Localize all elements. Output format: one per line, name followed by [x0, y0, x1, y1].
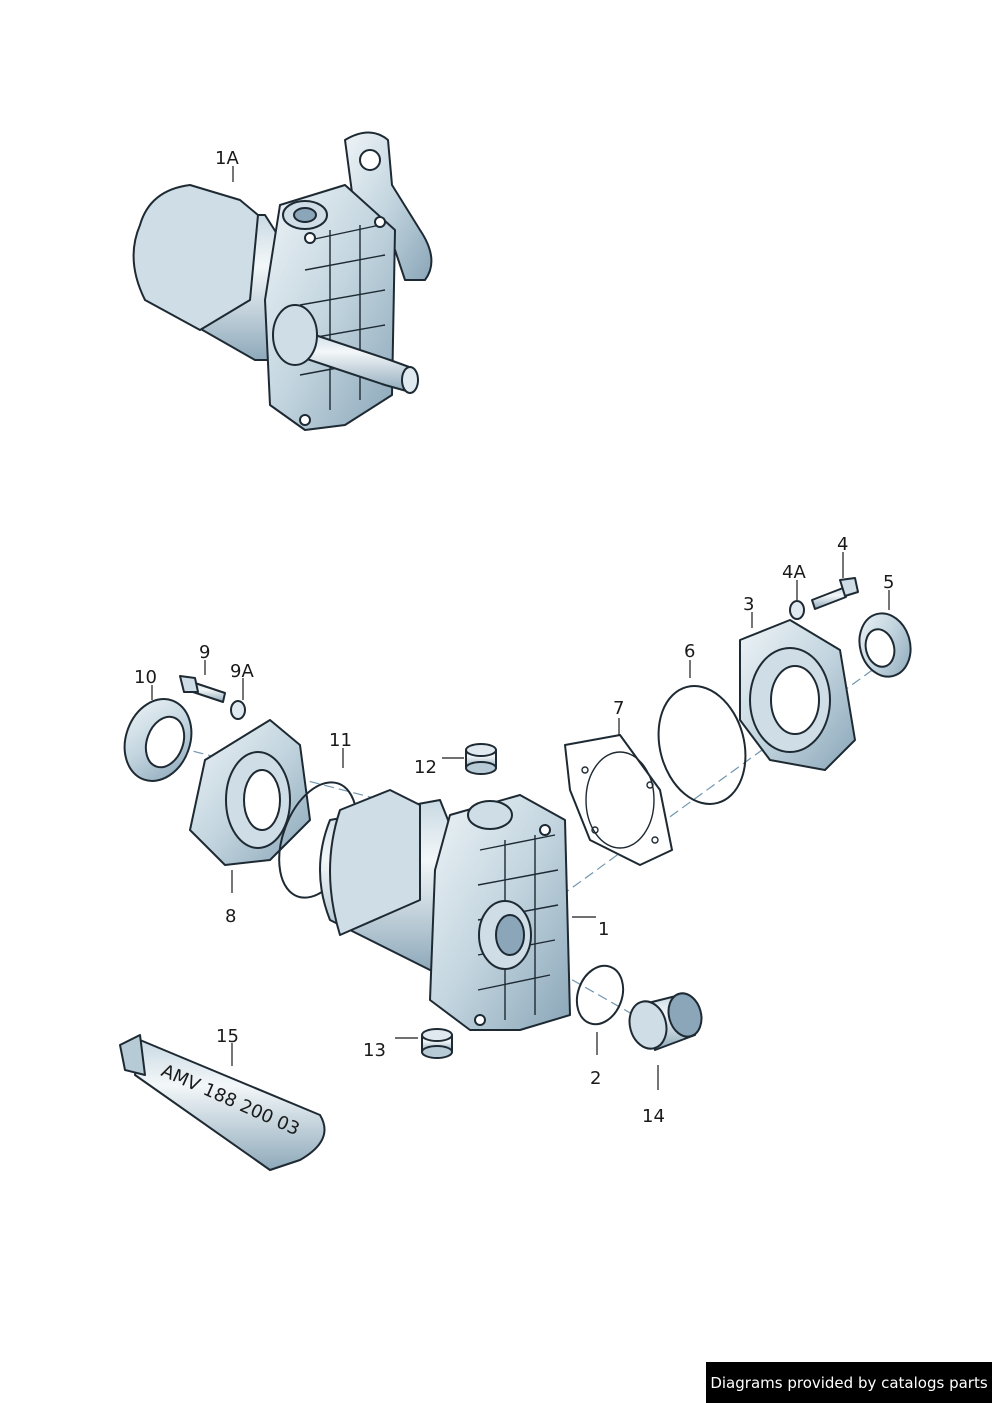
callout-2[interactable]: 2 — [590, 1068, 601, 1089]
part-1-main-housing — [319, 789, 571, 1031]
callout-7[interactable]: 7 — [613, 698, 624, 719]
part-2-o-ring — [575, 964, 625, 1026]
callout-4[interactable]: 4 — [837, 534, 848, 555]
callout-8[interactable]: 8 — [225, 906, 236, 927]
part-9-bolt — [179, 675, 226, 703]
callout-leaders — [151, 166, 890, 1090]
part-7-gasket — [564, 734, 673, 866]
assembly-1A-shaft-end — [401, 366, 419, 394]
assembly-1A-bolt-hole — [374, 216, 386, 228]
callout-labels: 1A 4 4A 5 3 6 7 9 9A 10 11 12 1 8 13 2 1… — [134, 148, 894, 1127]
part-4-bolt — [811, 577, 859, 610]
part-5-seal — [858, 612, 912, 678]
callout-10[interactable]: 10 — [134, 667, 157, 688]
callout-6[interactable]: 6 — [684, 641, 695, 662]
part-14-bushing — [628, 992, 703, 1051]
assembly-1A-bolt-hole — [299, 414, 311, 426]
part-8-cover-flange — [189, 719, 311, 866]
part-12-plug — [465, 743, 497, 775]
part-9A-washer — [230, 700, 246, 720]
part-13-plug — [421, 1028, 453, 1059]
assembly-1A-bolt-hole — [304, 232, 316, 244]
callout-15[interactable]: 15 — [216, 1026, 239, 1047]
callout-11[interactable]: 11 — [329, 730, 352, 751]
part-4A-washer — [789, 600, 805, 620]
part-3-cover — [739, 619, 856, 771]
part-15-grease-tube: AMV 188 200 03 — [119, 1034, 326, 1171]
assembly-1A-shaft-seal — [272, 304, 318, 366]
callout-9A[interactable]: 9A — [230, 661, 254, 682]
callout-4A[interactable]: 4A — [782, 562, 806, 583]
callout-13[interactable]: 13 — [363, 1040, 386, 1061]
assembly-1A-bracket-hole — [359, 149, 381, 171]
footer-badge: Diagrams provided by catalogs parts — [706, 1362, 992, 1403]
callout-1A[interactable]: 1A — [215, 148, 239, 169]
callout-9[interactable]: 9 — [199, 642, 210, 663]
callout-14[interactable]: 14 — [642, 1106, 665, 1127]
callout-3[interactable]: 3 — [743, 594, 754, 615]
assembly-1A — [132, 131, 433, 431]
assembly-1A-end-cap — [132, 184, 259, 331]
callout-12[interactable]: 12 — [414, 757, 437, 778]
callout-1[interactable]: 1 — [598, 919, 609, 940]
footer-text: Diagrams provided by catalogs parts — [710, 1373, 988, 1392]
part-10-seal — [123, 698, 193, 782]
callout-5[interactable]: 5 — [883, 572, 894, 593]
assembly-1A-top-port-bore — [293, 207, 317, 223]
part-6-o-ring — [657, 685, 747, 805]
